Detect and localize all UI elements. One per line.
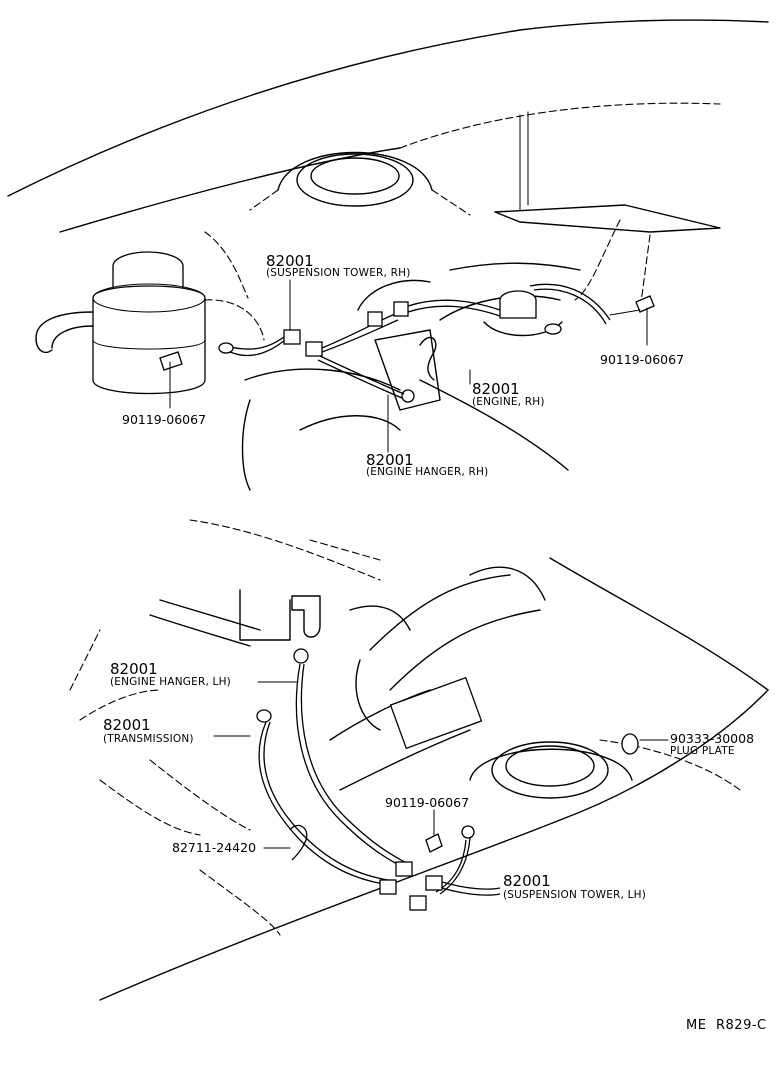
part-number-82001-suspension-tower-lh: 82001	[503, 872, 551, 890]
part-number-82001-engine-hanger-lh: 82001	[110, 660, 158, 678]
footer-right-code: R829-C	[716, 1018, 767, 1033]
part-number-82001-transmission: 82001	[103, 716, 151, 734]
label-suspension-tower-rh: (SUSPENSION TOWER, RH)	[266, 267, 411, 279]
bottom-engine-bay-illustration	[69, 519, 769, 1001]
part-number-bolt-lh: 90119-06067	[385, 795, 470, 810]
part-number-bolt-right: 90119-06067	[600, 352, 685, 367]
label-engine-hanger-lh: (ENGINE HANGER, LH)	[110, 676, 231, 688]
part-number-82001-engine-hanger-rh: 82001	[366, 451, 414, 469]
part-number-bolt-left: 90119-06067	[122, 412, 207, 427]
top-engine-bay-illustration	[7, 19, 769, 491]
part-number-82001-engine-rh: 82001	[472, 380, 520, 398]
part-number-plug-plate: 90333-30008	[670, 731, 755, 746]
footer-left-code: ME	[686, 1018, 707, 1033]
label-suspension-tower-lh: (SUSPENSION TOWER, LH)	[503, 889, 647, 901]
part-number-clamp: 82711-24420	[172, 840, 257, 855]
label-plug-plate: PLUG PLATE	[670, 745, 735, 757]
part-number-82001-suspension-tower-rh: 82001	[266, 252, 314, 270]
label-engine-hanger-rh: (ENGINE HANGER, RH)	[366, 466, 489, 478]
label-transmission: (TRANSMISSION)	[103, 733, 194, 745]
label-engine-rh: (ENGINE, RH)	[472, 396, 545, 408]
